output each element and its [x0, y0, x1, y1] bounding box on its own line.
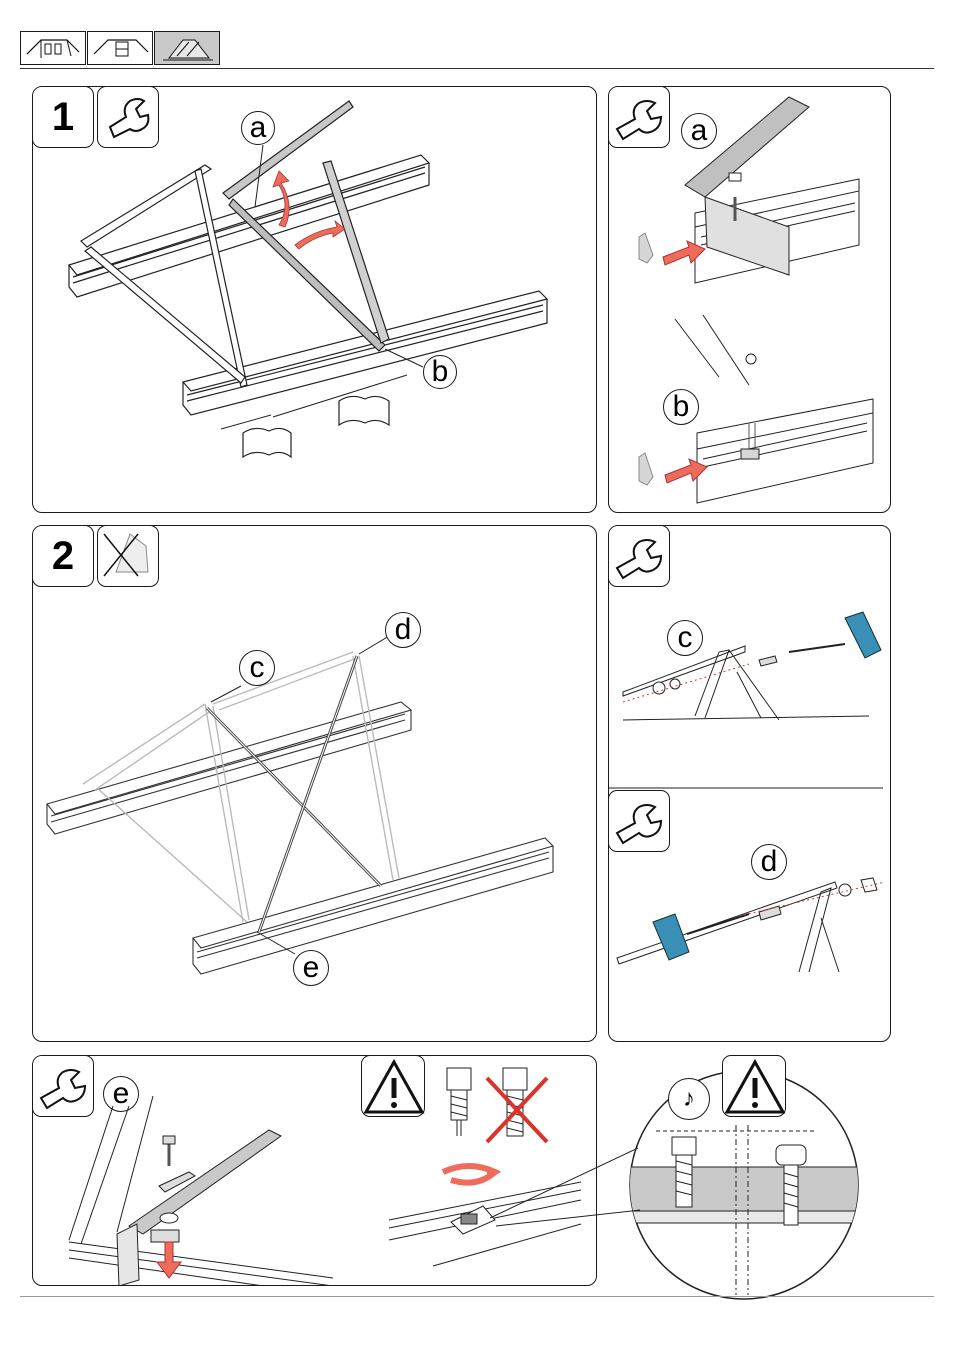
footer-rule	[20, 1296, 934, 1297]
